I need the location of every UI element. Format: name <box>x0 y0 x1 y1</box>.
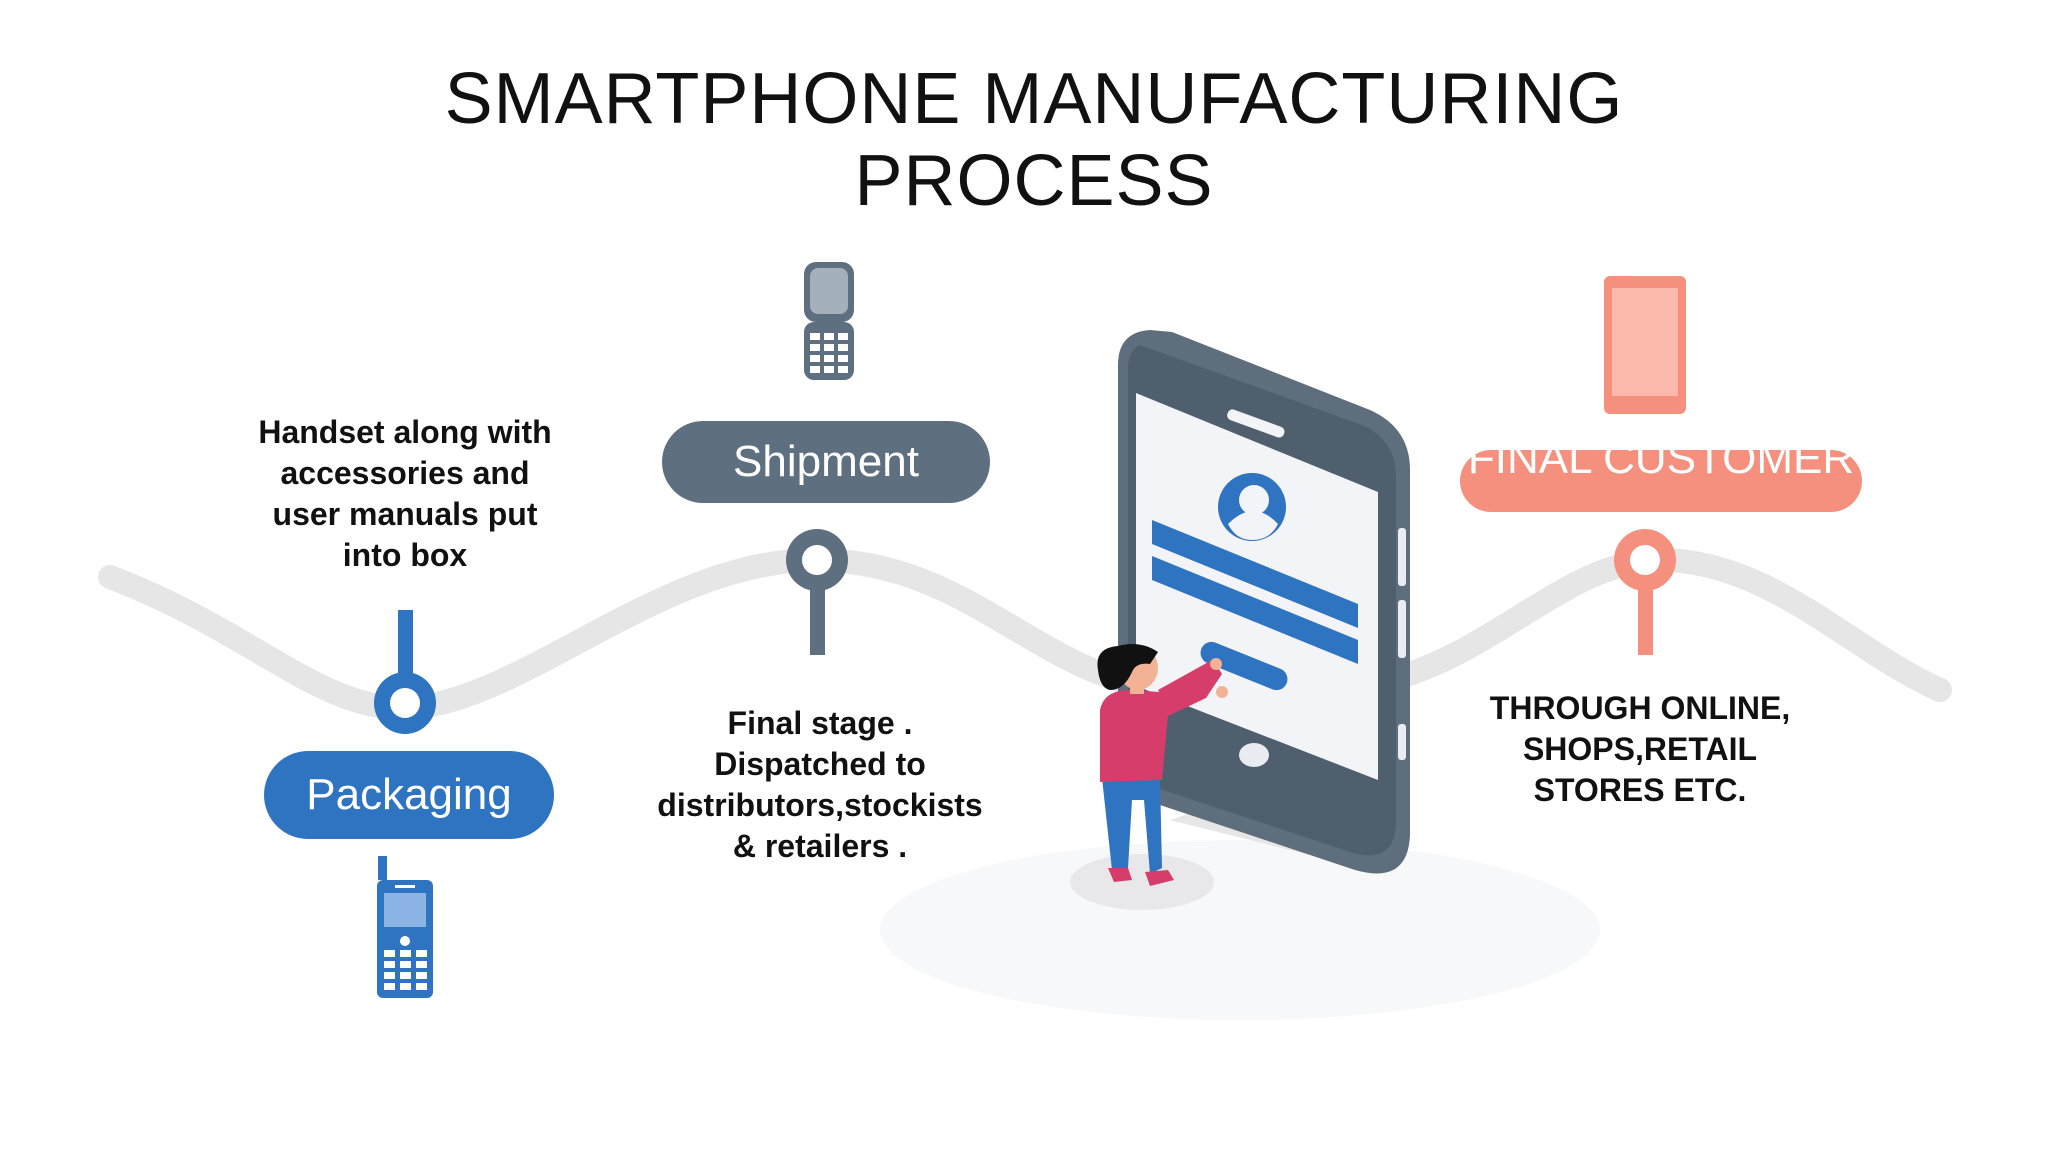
title-line-2: PROCESS <box>854 141 1214 221</box>
stage-final-customer-label: FINAL CUSTOMER <box>1460 450 1862 512</box>
smartphone-icon <box>1604 276 1686 414</box>
shipment-pin <box>786 529 848 655</box>
person-illustration <box>1070 644 1228 910</box>
stage-final-customer-description: THROUGH ONLINE, SHOPS,RETAIL STORES ETC. <box>1489 690 1791 808</box>
stage-shipment-description: Final stage . Dispatched to distributors… <box>657 705 983 864</box>
floor-shadow <box>880 840 1600 1020</box>
packaging-pin <box>374 610 436 734</box>
stage-packaging-description: Handset along with accessories and user … <box>258 414 552 573</box>
title-line-1: SMARTPHONE MANUFACTURING <box>444 59 1624 139</box>
stage-shipment-label: Shipment <box>662 421 990 503</box>
page-title: SMARTPHONE MANUFACTURING PROCESS <box>0 58 2048 222</box>
large-phone-illustration <box>1118 330 1410 874</box>
final-customer-pin <box>1614 529 1676 655</box>
stage-final-customer-text: FINAL CUSTOMER <box>1467 450 1855 483</box>
flip-phone-icon <box>804 262 854 380</box>
feature-phone-icon <box>377 856 433 998</box>
stage-packaging-label: Packaging <box>264 751 554 839</box>
